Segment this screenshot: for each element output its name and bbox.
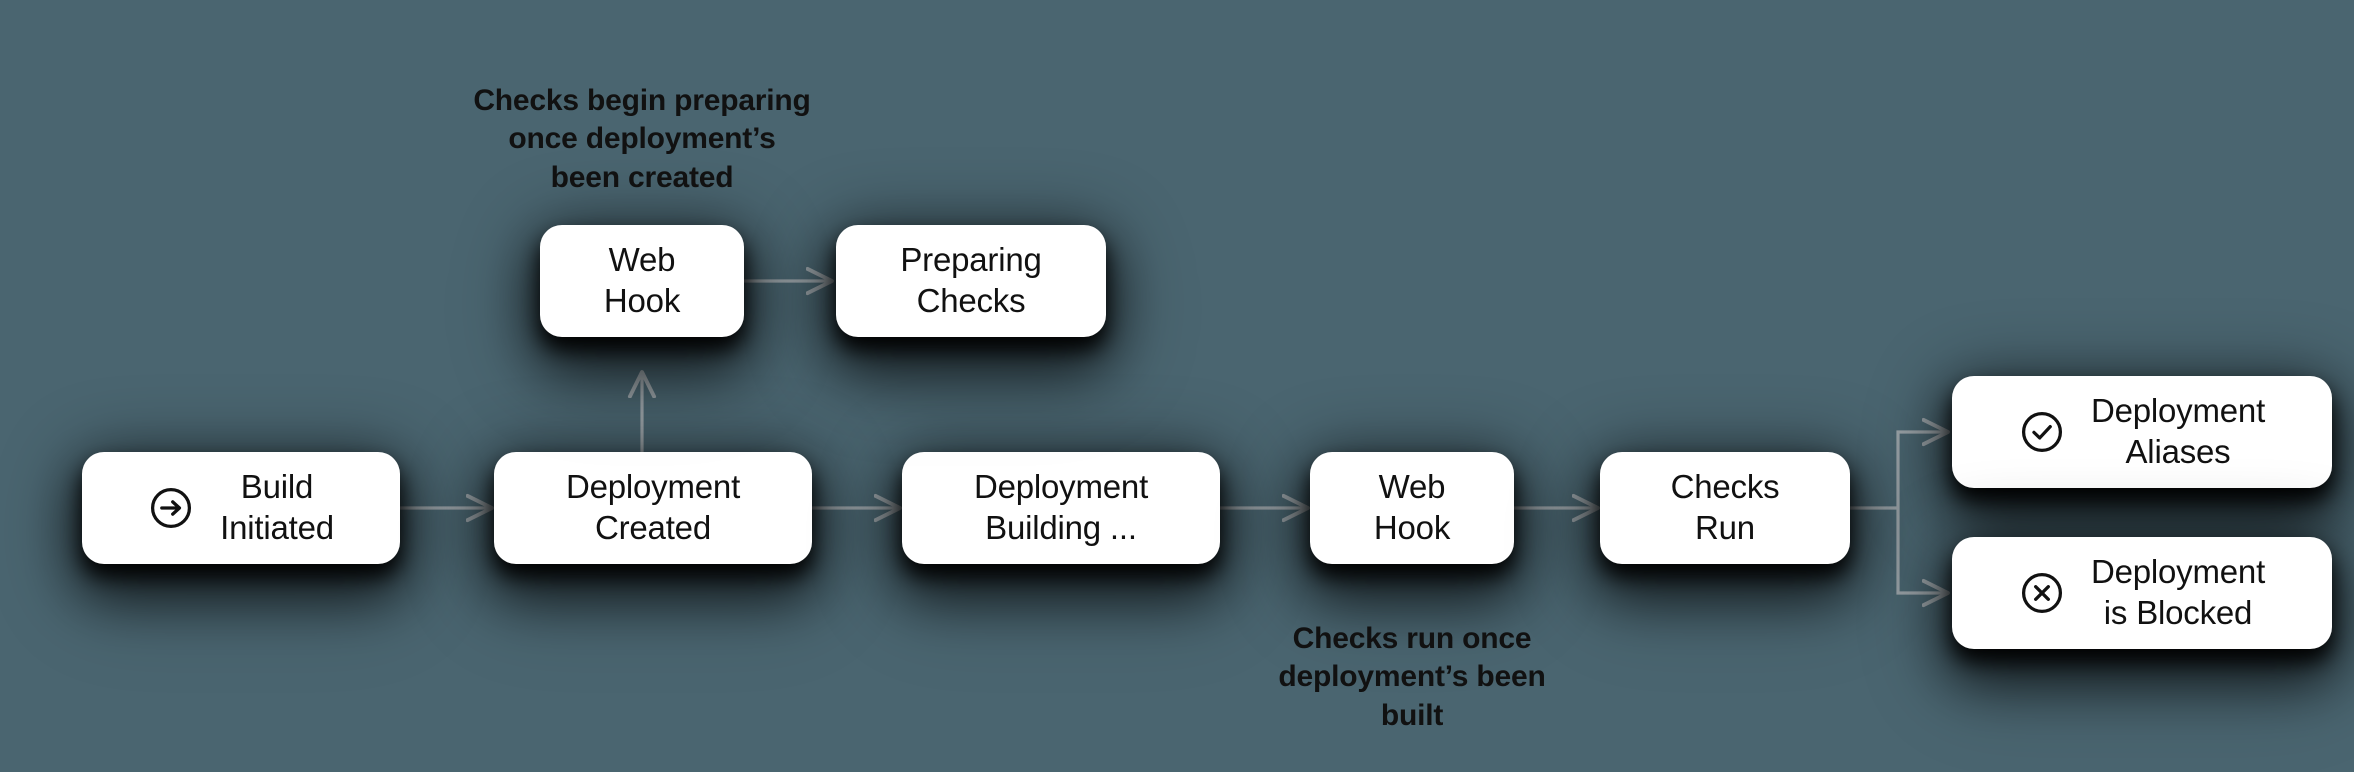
node-label: Deployment Aliases <box>2090 392 2266 470</box>
node-web-hook-lower[interactable]: Web Hook <box>1310 452 1514 564</box>
node-label: Build Initiated <box>220 468 334 546</box>
node-deployment-aliases[interactable]: Deployment Aliases <box>1952 376 2332 488</box>
node-label: Web Hook <box>603 241 681 319</box>
node-deployment-created[interactable]: Deployment Created <box>494 452 812 564</box>
node-preparing-checks[interactable]: Preparing Checks <box>836 225 1106 337</box>
node-label: Checks Run <box>1670 468 1780 546</box>
node-build-initiated[interactable]: Build Initiated <box>82 452 400 564</box>
node-deployment-blocked[interactable]: Deployment is Blocked <box>1952 537 2332 649</box>
connector-checks-run-to-deployment-aliases <box>1896 432 1948 508</box>
node-label: Deployment Building ... <box>973 468 1149 546</box>
node-label: Web Hook <box>1373 468 1451 546</box>
node-label: Deployment is Blocked <box>2090 553 2266 631</box>
node-checks-run[interactable]: Checks Run <box>1600 452 1850 564</box>
node-web-hook-upper[interactable]: Web Hook <box>540 225 744 337</box>
check-circle-icon <box>2021 411 2062 453</box>
node-deployment-building[interactable]: Deployment Building ... <box>902 452 1220 564</box>
x-circle-icon <box>2021 572 2062 614</box>
arrow-right-circle-icon <box>151 487 192 529</box>
caption-checks-begin-preparing: Checks begin preparing once deployment’s… <box>473 84 811 194</box>
node-label: Deployment Created <box>565 468 741 546</box>
caption-checks-run-once-built: Checks run once deployment’s been built <box>1278 622 1546 732</box>
node-label: Preparing Checks <box>900 241 1042 319</box>
connector-checks-run-to-deployment-blocked <box>1896 508 1948 593</box>
